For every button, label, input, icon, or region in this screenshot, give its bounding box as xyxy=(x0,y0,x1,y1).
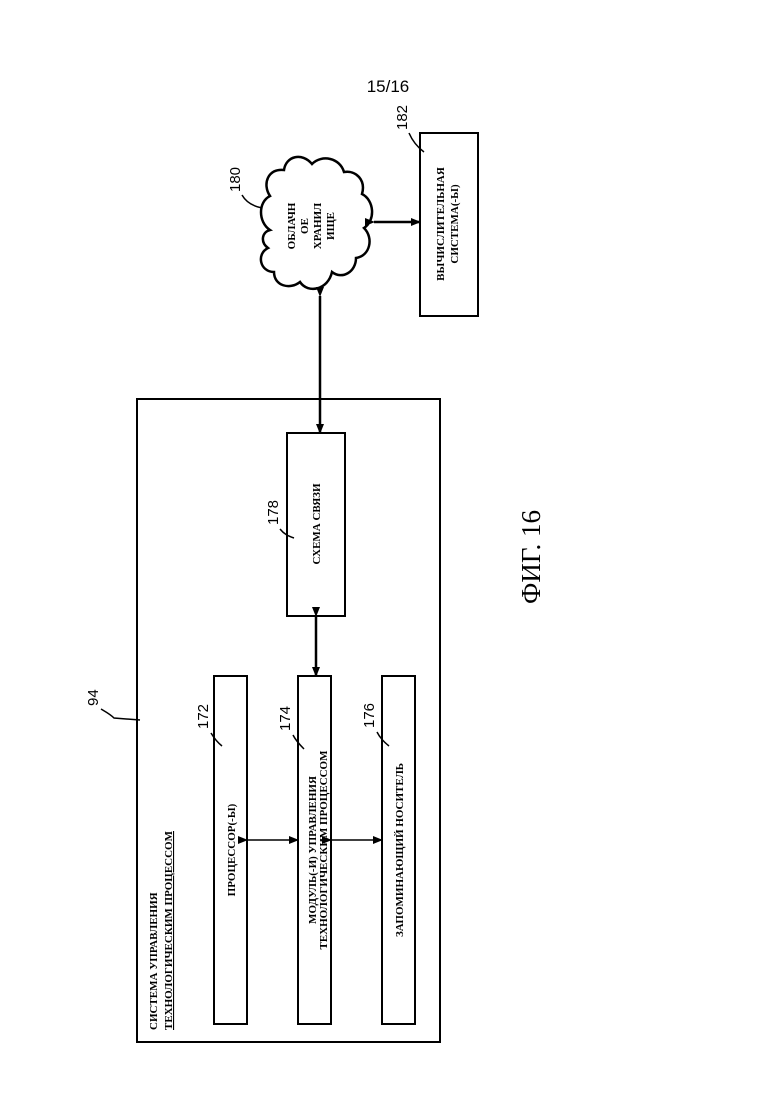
svg-text:ХРАНИЛ: ХРАНИЛ xyxy=(312,202,324,249)
control-module-label: МОДУЛЬ(-И) УПРАВЛЕНИЯ ТЕХНОЛОГИЧЕСКИМ ПР… xyxy=(307,750,330,950)
system-ref: 94 xyxy=(85,689,102,706)
comm-circuit-label: СХЕМА СВЯЗИ xyxy=(311,483,323,564)
svg-text:ВЫЧИСЛИТЕЛЬНАЯ: ВЫЧИСЛИТЕЛЬНАЯ xyxy=(435,167,447,281)
processor-label: ПРОЦЕССОР(-Ы) xyxy=(226,803,238,896)
svg-text:СИСТЕМА(-Ы): СИСТЕМА(-Ы) xyxy=(449,184,461,264)
storage-medium-label: ЗАПОМИНАЮЩИЙ НОСИТЕЛЬ xyxy=(394,763,406,937)
svg-text:СИСТЕМА УПРАВЛЕНИЯ: СИСТЕМА УПРАВЛЕНИЯ xyxy=(148,892,160,1030)
figure-caption: ФИГ. 16 xyxy=(516,510,546,604)
system-leader-line xyxy=(101,709,140,720)
control-module-ref: 174 xyxy=(277,706,294,731)
page-number: 15/16 xyxy=(367,77,410,96)
comm-circuit-ref: 178 xyxy=(265,500,282,525)
cloud-storage-leader-line xyxy=(242,195,262,208)
computing-system-ref: 182 xyxy=(394,105,411,130)
svg-text:ОЕ: ОЕ xyxy=(299,218,311,234)
processor-ref: 172 xyxy=(195,704,212,729)
svg-text:ТЕХНОЛОГИЧЕСКИМ ПРОЦЕССОМ: ТЕХНОЛОГИЧЕСКИМ ПРОЦЕССОМ xyxy=(318,750,330,950)
storage-medium-ref: 176 xyxy=(361,703,378,728)
svg-text:ОБЛАЧН: ОБЛАЧН xyxy=(286,202,298,249)
cloud-storage-ref: 180 xyxy=(227,167,244,192)
svg-text:ИЩЕ: ИЩЕ xyxy=(325,212,337,240)
svg-text:ТЕХНОЛОГИЧЕСКИМ ПРОЦЕССОМ: ТЕХНОЛОГИЧЕСКИМ ПРОЦЕССОМ xyxy=(163,830,175,1030)
